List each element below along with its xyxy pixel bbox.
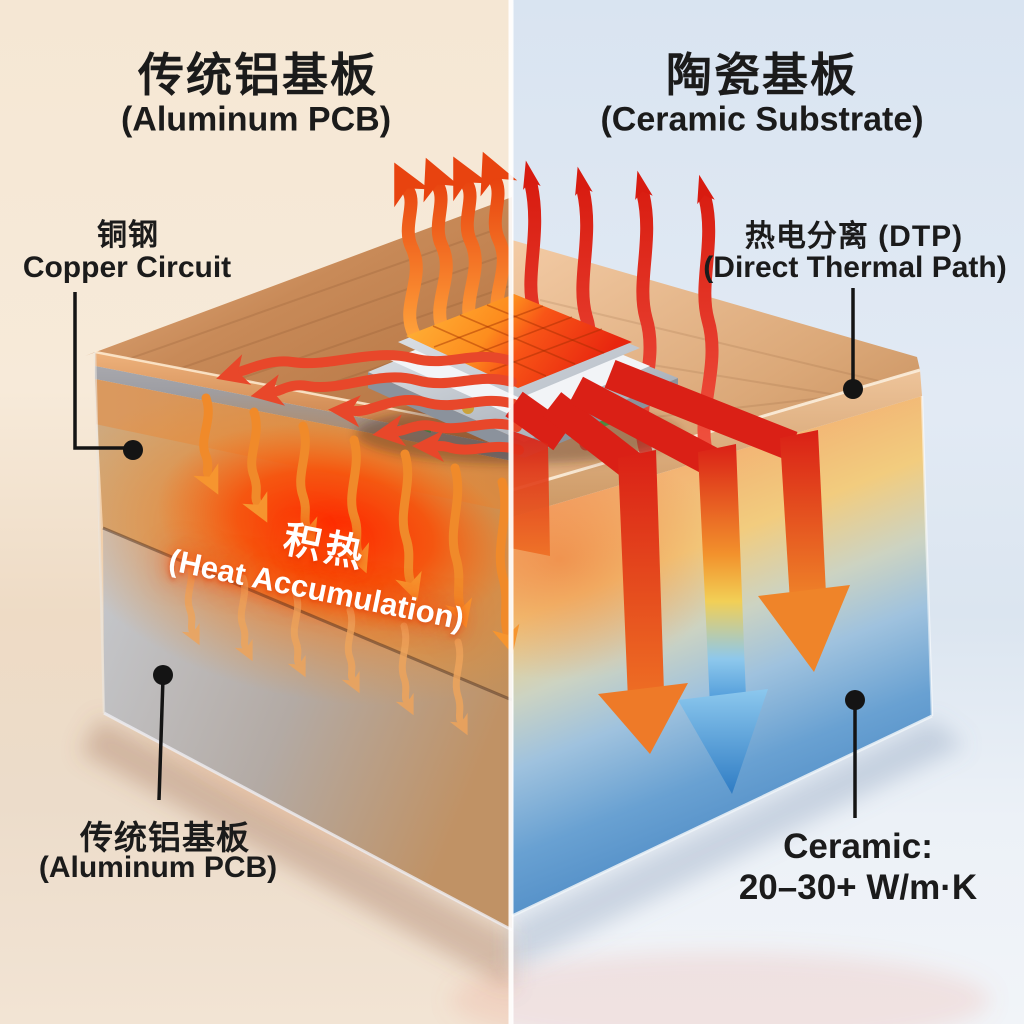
leader-dots bbox=[123, 379, 865, 710]
leader-line-aluminum-pcb bbox=[157, 677, 165, 801]
aluminum-pcb-label-zh: 传统铝基板 bbox=[80, 819, 250, 856]
layer-boundary-line bbox=[102, 526, 513, 702]
dtp-label-en: (Direct Thermal Path) bbox=[703, 251, 1007, 284]
aluminum-pcb-label-en: (Aluminum PCB) bbox=[38, 851, 278, 884]
leader-dot-ceramic-value bbox=[845, 690, 865, 710]
left-title-zh: 传统铝基板 bbox=[138, 49, 378, 101]
ceramic-conductivity-line1: Ceramic: bbox=[783, 827, 933, 866]
dtp-label-zh: 热电分离 (DTP) bbox=[744, 220, 964, 253]
ribbon-bend-divider bbox=[505, 391, 571, 451]
leader-dot-dtp bbox=[843, 379, 863, 399]
direct-path-ribbons bbox=[505, 360, 850, 794]
direct-path-arrow-3 bbox=[758, 430, 850, 672]
ceramic-conductivity-line2: 20–30+ W/m·K bbox=[738, 868, 978, 907]
heat-spread-arrows-left bbox=[216, 350, 524, 463]
leader-dot-copper-circuit bbox=[123, 440, 143, 460]
copper-circuit-label-en: Copper Circuit bbox=[22, 251, 232, 284]
right-title-zh: 陶瓷基板 bbox=[666, 49, 858, 101]
left-title-en: (Aluminum PCB) bbox=[120, 100, 392, 139]
right-title-en: (Ceramic Substrate) bbox=[600, 100, 924, 139]
direct-path-arrow-2 bbox=[678, 444, 768, 794]
leader-dot-aluminum-pcb bbox=[153, 665, 173, 685]
leader-line-copper-circuit bbox=[73, 292, 126, 450]
copper-layer-edge-right bbox=[512, 370, 922, 517]
direct-path-arrow-1 bbox=[598, 450, 688, 754]
led-chip-grid bbox=[406, 294, 632, 388]
copper-circuit-label-zh: 铜钢 bbox=[97, 219, 159, 252]
divider-line bbox=[508, 0, 514, 1024]
heat-absorb-arrows-left bbox=[193, 393, 520, 655]
heat-residual-arrows-left bbox=[181, 558, 468, 736]
leader-lines bbox=[73, 288, 857, 818]
